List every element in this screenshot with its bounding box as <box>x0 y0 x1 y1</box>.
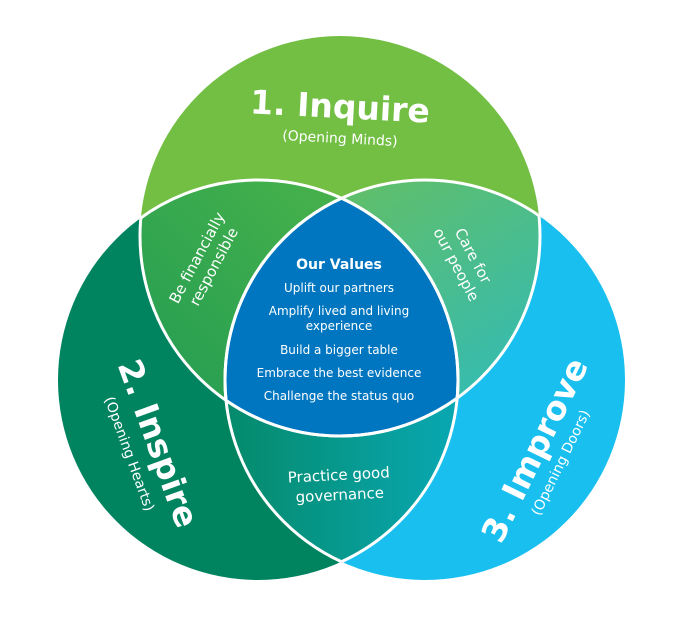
center-value-3: Build a bigger table <box>280 343 398 357</box>
center-value-1: Uplift our partners <box>284 281 394 295</box>
center-value-2: Amplify lived and living <box>269 304 409 318</box>
center-value-2b: experience <box>306 319 373 333</box>
center-value-5: Challenge the status quo <box>264 389 415 403</box>
center-value-4: Embrace the best evidence <box>257 366 422 380</box>
inquire-subtitle: (Opening Minds) <box>282 128 398 150</box>
inquire-title: 1. Inquire <box>249 82 431 130</box>
overlap-label-good-governance-1: Practice good <box>287 463 390 486</box>
overlap-center <box>225 180 458 436</box>
center-heading: Our Values <box>296 257 382 273</box>
overlap-label-good-governance-2: governance <box>295 484 384 507</box>
